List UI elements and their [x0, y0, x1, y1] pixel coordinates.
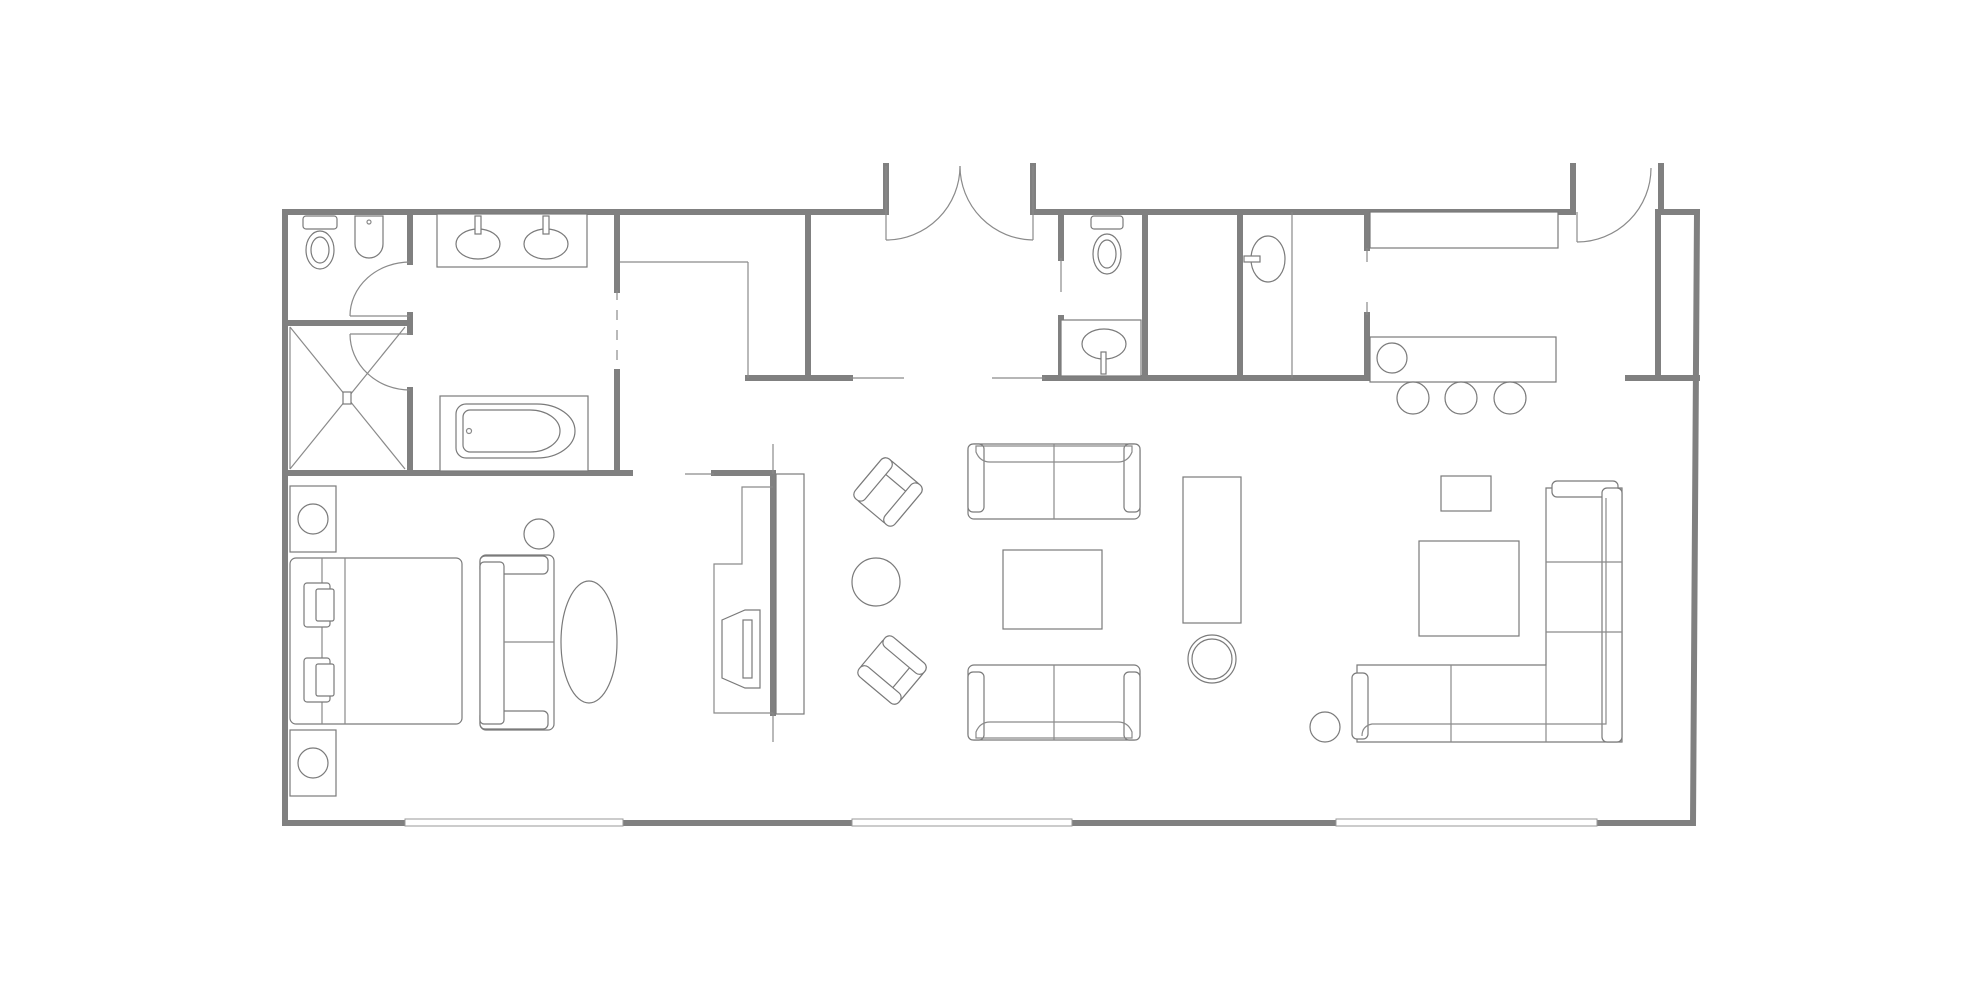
- service-door: [1576, 167, 1652, 243]
- closet-sink: [1243, 235, 1286, 283]
- kitchen-counter: [1369, 211, 1559, 383]
- powder-toilet: [1090, 215, 1124, 275]
- bathtub: [439, 395, 589, 472]
- media-unit: [685, 444, 805, 742]
- nightstand-bottom: [289, 729, 337, 797]
- toilet-master: [302, 215, 338, 270]
- sectional-sofa: [1351, 480, 1623, 743]
- nightstand-top: [289, 485, 337, 553]
- round-side-table: [851, 557, 901, 607]
- armchair-top: [853, 457, 923, 527]
- console-table: [1182, 476, 1242, 624]
- lounge-coffee-table: [1418, 540, 1520, 637]
- armchair-bottom: [857, 635, 927, 705]
- double-vanity: [436, 213, 588, 268]
- bedroom-loveseat: [479, 554, 555, 731]
- bar-stools: [1396, 381, 1527, 415]
- powder-sink: [1060, 319, 1142, 377]
- ottoman-small: [1440, 475, 1492, 512]
- bedroom-side-table: [523, 518, 555, 550]
- bidet: [354, 215, 384, 259]
- bed: [289, 557, 463, 725]
- sofa-bottom: [967, 664, 1141, 741]
- lounge-side-table: [1309, 711, 1341, 743]
- coffee-table: [1002, 549, 1103, 630]
- windows: [404, 818, 1598, 827]
- sofa-top: [967, 443, 1141, 520]
- bedroom-oval-table: [560, 580, 618, 704]
- shower: [289, 326, 406, 470]
- round-ottoman: [1187, 634, 1237, 684]
- hall-lines: [616, 212, 1368, 379]
- interior-walls: [282, 209, 1700, 716]
- entrance-double-door: [885, 165, 1034, 241]
